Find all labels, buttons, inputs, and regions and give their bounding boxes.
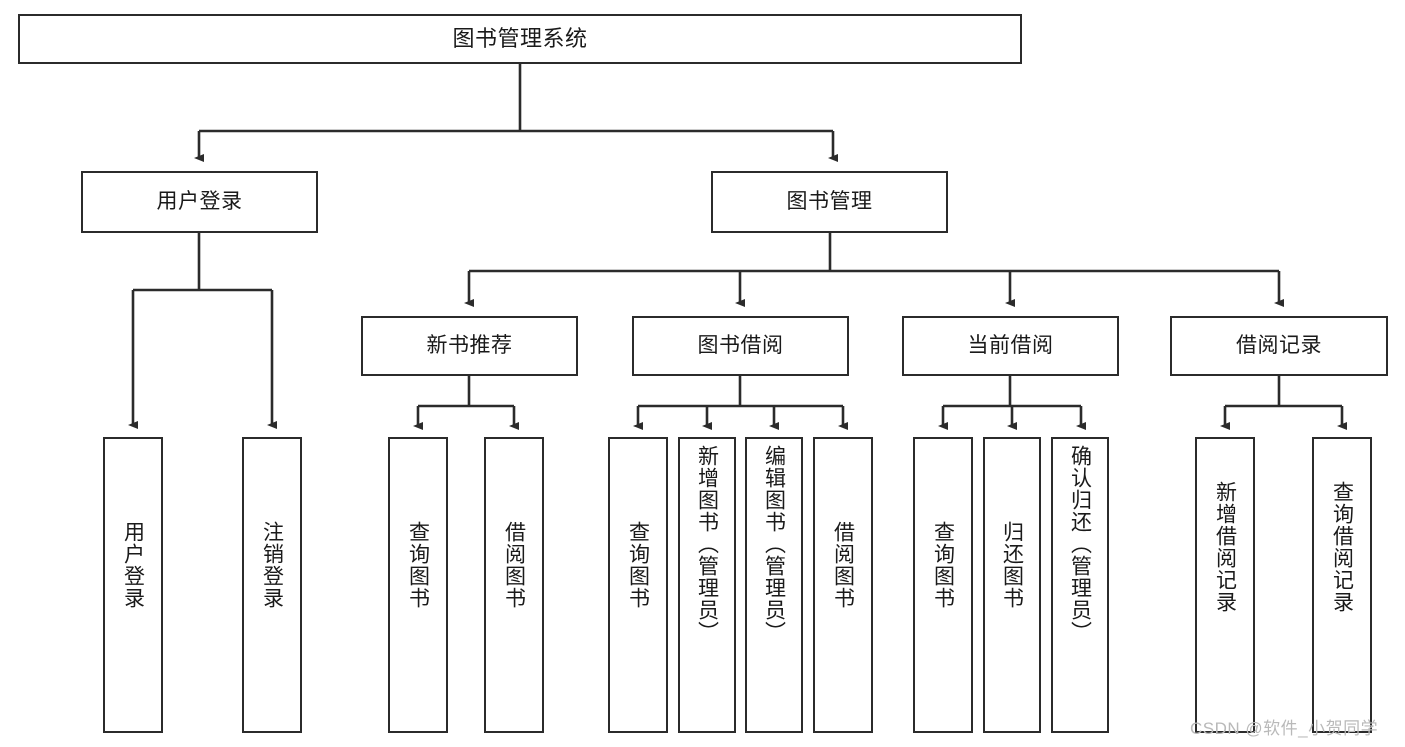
node-book-borrow[interactable]: 图书借阅 xyxy=(632,316,849,376)
node-label: 编辑图书（管理员） xyxy=(762,445,786,643)
node-label: 查询图书 xyxy=(626,521,650,609)
leaf-user-login[interactable]: 用户登录 xyxy=(103,437,163,733)
node-user-login[interactable]: 用户登录 xyxy=(81,171,318,233)
node-label: 新增图书（管理员） xyxy=(695,445,719,643)
leaf-return-book[interactable]: 归还图书 xyxy=(983,437,1041,733)
node-label: 确认归还（管理员） xyxy=(1068,445,1092,643)
leaf-edit-book-admin[interactable]: 编辑图书（管理员） xyxy=(745,437,803,733)
node-label: 新增借阅记录 xyxy=(1213,481,1237,613)
leaf-query-book-borrow[interactable]: 查询图书 xyxy=(608,437,668,733)
node-label: 新书推荐 xyxy=(426,333,513,357)
node-borrow-record[interactable]: 借阅记录 xyxy=(1170,316,1388,376)
node-label: 查询借阅记录 xyxy=(1330,481,1354,613)
node-label: 图书借阅 xyxy=(697,333,784,357)
node-label: 注销登录 xyxy=(260,521,284,609)
node-current-borrow[interactable]: 当前借阅 xyxy=(902,316,1119,376)
node-label: 用户登录 xyxy=(156,189,243,213)
leaf-query-book-current[interactable]: 查询图书 xyxy=(913,437,973,733)
node-label: 图书管理系统 xyxy=(452,26,588,52)
node-label: 借阅图书 xyxy=(502,521,526,609)
leaf-query-book-recommend[interactable]: 查询图书 xyxy=(388,437,448,733)
node-label: 查询图书 xyxy=(406,521,430,609)
leaf-add-book-admin[interactable]: 新增图书（管理员） xyxy=(678,437,736,733)
node-label: 借阅图书 xyxy=(831,521,855,609)
node-new-book-recommend[interactable]: 新书推荐 xyxy=(361,316,578,376)
leaf-query-borrow-record[interactable]: 查询借阅记录 xyxy=(1312,437,1372,733)
node-label: 当前借阅 xyxy=(967,333,1054,357)
leaf-borrow-book[interactable]: 借阅图书 xyxy=(813,437,873,733)
node-label: 借阅记录 xyxy=(1236,333,1322,357)
node-book-management-system[interactable]: 图书管理系统 xyxy=(18,14,1022,64)
leaf-logout-login[interactable]: 注销登录 xyxy=(242,437,302,733)
node-label: 用户登录 xyxy=(121,521,145,609)
node-book-management[interactable]: 图书管理 xyxy=(711,171,948,233)
leaf-confirm-return-admin[interactable]: 确认归还（管理员） xyxy=(1051,437,1109,733)
node-label: 查询图书 xyxy=(931,521,955,609)
node-label: 归还图书 xyxy=(1000,521,1024,609)
leaf-add-borrow-record[interactable]: 新增借阅记录 xyxy=(1195,437,1255,733)
csdn-watermark: CSDN @软件_小贺同学 xyxy=(1190,719,1379,738)
leaf-borrow-book-recommend[interactable]: 借阅图书 xyxy=(484,437,544,733)
node-label: 图书管理 xyxy=(786,189,873,213)
